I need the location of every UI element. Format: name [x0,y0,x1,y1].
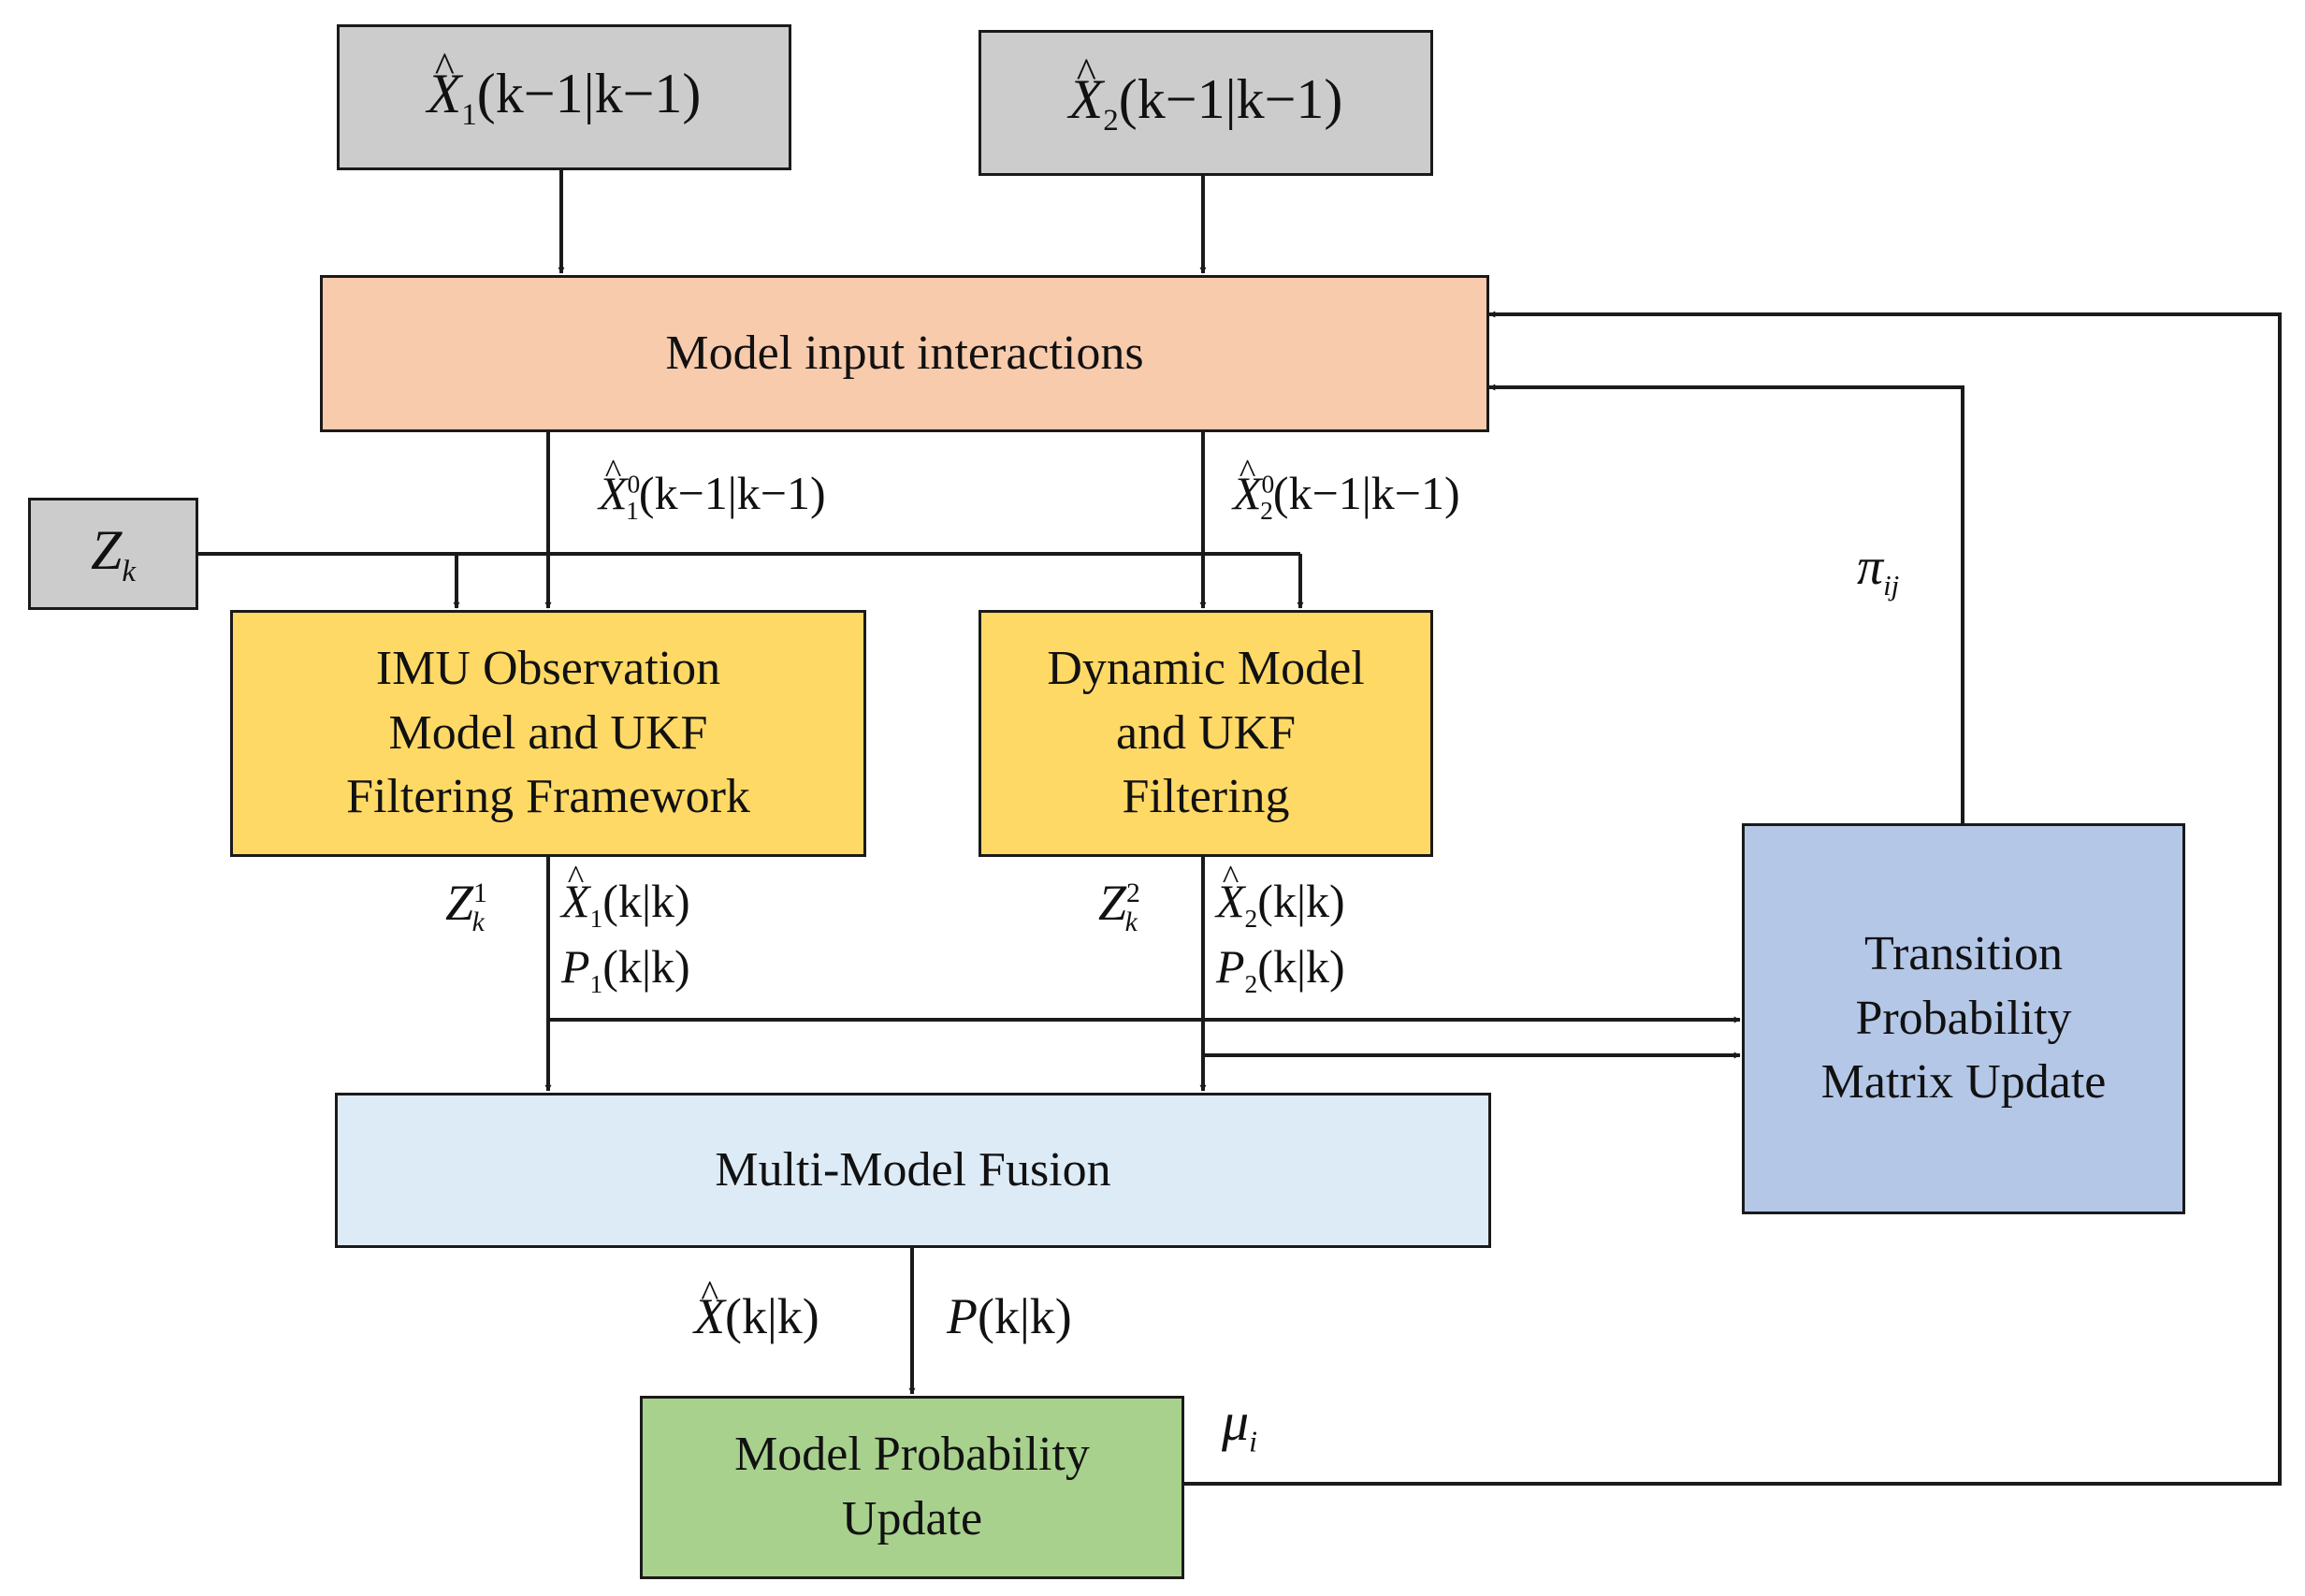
label-p-fused: P(k|k) [947,1288,1072,1344]
label-x2-est: X2(k|k) [1216,855,1345,936]
input-x2-box: X2(k−1|k−1) [979,30,1433,176]
model-probability-update-box: Model Probability Update [640,1396,1184,1579]
multi-model-fusion-box: Multi-Model Fusion [335,1093,1491,1248]
label-x2-mixed: X02(k−1|k−1) [1233,453,1460,525]
label-pi-ij: πij [1857,538,1900,602]
label-z2: Z2k [1098,875,1140,937]
label-x1-mixed: X01(k−1|k−1) [599,453,826,525]
label-p2-est: P2(k|k) [1216,940,1345,999]
arrow-probability-to-interaction [1184,311,2282,1486]
label-x-fused: X(k|k) [694,1273,819,1344]
label-imu-outputs: X1(k|k) P1(k|k) [561,855,690,1001]
arrow-transition-to-interaction [1488,384,1964,823]
dynamic-model-ukf-box: Dynamic Model and UKF Filtering [979,610,1433,857]
transition-probability-box: Transition Probability Matrix Update [1742,823,2185,1214]
label-z1: Z1k [445,875,487,937]
label-dynamic-outputs: X2(k|k) P2(k|k) [1216,855,1345,1001]
label-p1-est: P1(k|k) [561,940,690,999]
model-input-interactions-box: Model input interactions [320,275,1489,432]
input-x1-box: X1(k−1|k−1) [337,24,791,170]
label-x1-est: X1(k|k) [561,855,690,936]
imu-observation-ukf-box: IMU Observation Model and UKF Filtering … [230,610,866,857]
input-zk-box: Zk [28,498,198,610]
label-mu-i: μi [1222,1391,1257,1458]
